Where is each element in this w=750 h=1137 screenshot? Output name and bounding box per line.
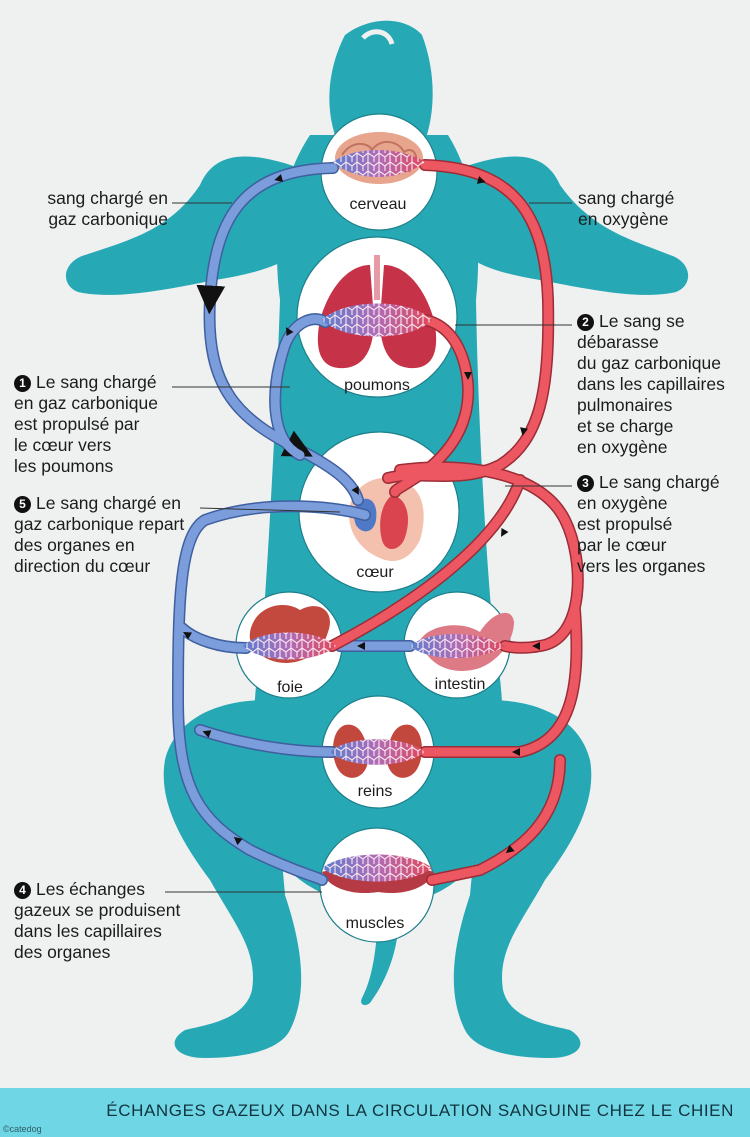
diagram-title: ÉCHANGES GAZEUX DANS LA CIRCULATION SANG… <box>106 1101 734 1120</box>
footer-bar: ÉCHANGES GAZEUX DANS LA CIRCULATION SANG… <box>0 1088 750 1137</box>
vein-brain <box>196 163 363 505</box>
dog-head <box>329 20 433 138</box>
intestine-capillaries <box>410 634 505 658</box>
deoxygenated-vessels <box>171 162 416 886</box>
arrow <box>286 327 294 336</box>
kidney-capillaries <box>330 739 425 765</box>
arrow <box>351 486 359 495</box>
flow-arrows <box>183 174 540 854</box>
step2-number: 2 <box>577 314 594 331</box>
muscle-capillaries <box>322 854 432 882</box>
organ-label-intestine: intestin <box>434 676 486 693</box>
organ-label-liver: foie <box>277 679 303 696</box>
dog-hind-leg-left <box>163 700 302 1058</box>
artery-brain <box>383 160 553 483</box>
pulmonary-artery <box>270 314 330 460</box>
leader-lines <box>165 202 572 893</box>
artery-liver <box>327 475 525 651</box>
arrow <box>233 836 243 846</box>
step3-number: 3 <box>577 475 594 492</box>
arrow <box>183 632 192 640</box>
copyright-credit: ©catedog <box>3 1124 42 1134</box>
oxygenated-vessels <box>326 159 584 886</box>
vein-kidneys <box>195 725 337 757</box>
step1-number: 1 <box>14 375 31 392</box>
capillary-beds <box>243 150 505 882</box>
arrow <box>532 642 540 650</box>
pulmonary-vein <box>390 315 473 497</box>
lung-capillaries <box>322 303 432 337</box>
liver-capillaries <box>243 632 336 660</box>
organ-label-brain: cerveau <box>349 196 407 213</box>
vena-cava <box>173 501 370 885</box>
step4-number: 4 <box>14 882 31 899</box>
arrow <box>202 730 212 738</box>
artery-kidneys <box>420 605 581 757</box>
artery-muscles <box>427 755 565 885</box>
step5-number: 5 <box>14 496 31 513</box>
arrow <box>464 372 472 380</box>
aorta <box>395 462 583 653</box>
arrow <box>520 427 528 436</box>
organ-label-kidneys: reins <box>357 783 393 800</box>
heart-icon <box>349 478 424 561</box>
organ-label-muscles: muscles <box>345 915 405 932</box>
arrow <box>512 748 520 756</box>
arrow <box>357 642 365 650</box>
brain-capillaries <box>333 150 425 177</box>
arrow <box>501 528 509 537</box>
dog-nose-mark <box>361 29 395 45</box>
arrow <box>476 176 486 184</box>
vein-liver <box>177 623 251 653</box>
organ-label-lungs: poumons <box>344 377 410 394</box>
arrow <box>274 174 284 182</box>
leader-step5 <box>199 507 341 513</box>
organ-label-heart: cœur <box>356 564 394 581</box>
arrow <box>505 844 515 854</box>
